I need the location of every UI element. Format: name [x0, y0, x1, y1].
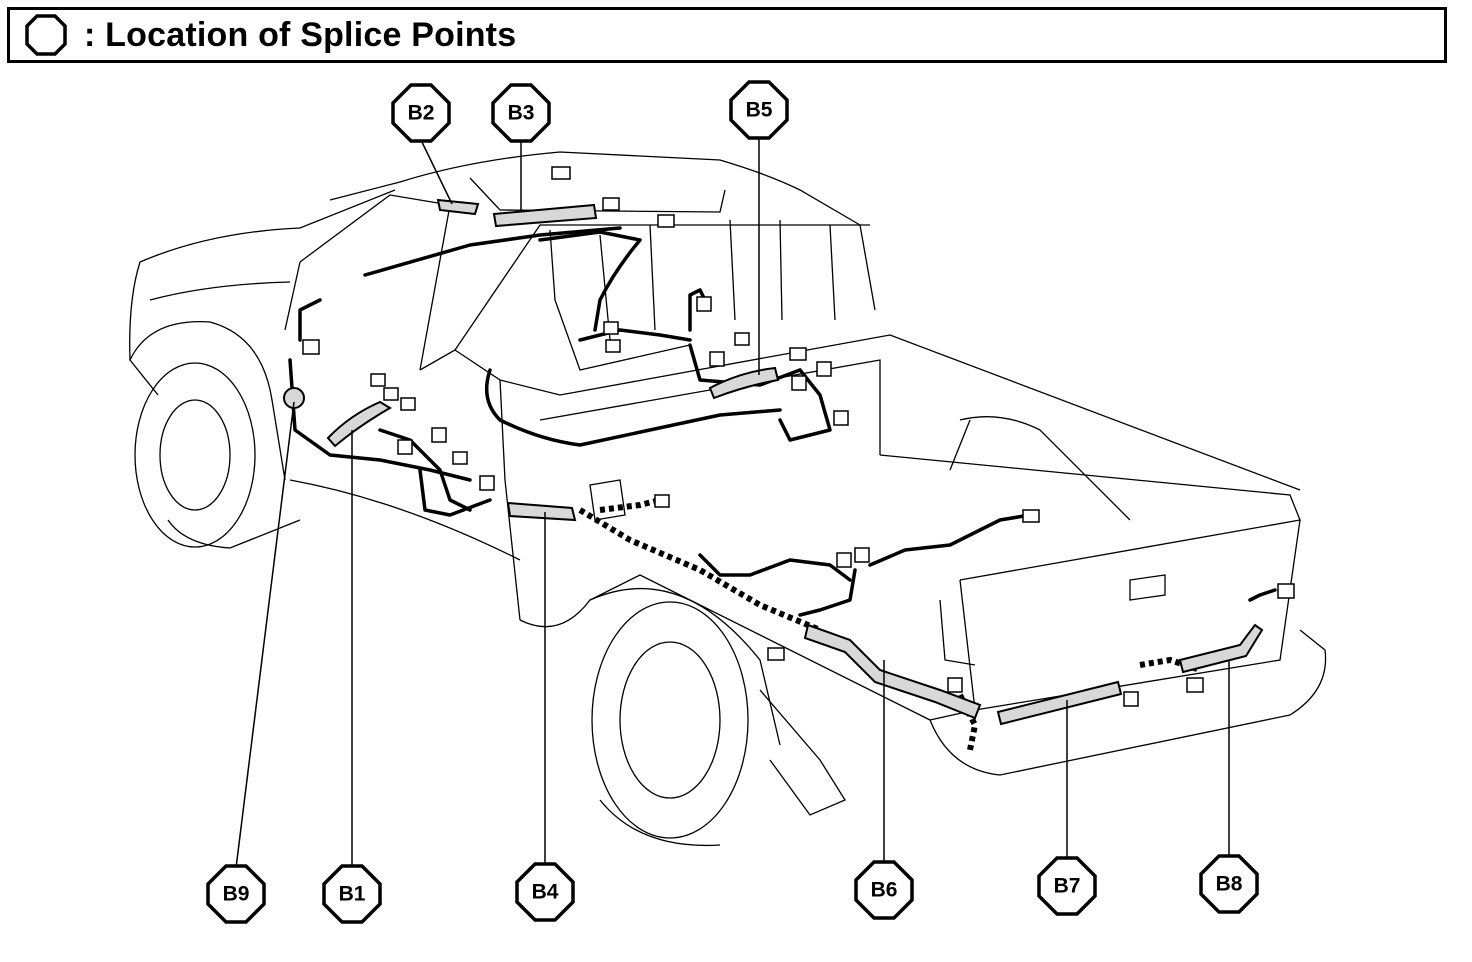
connector	[947, 677, 963, 693]
connector	[479, 475, 495, 491]
leader-lines	[235, 137, 1230, 869]
splice-label-text: B2	[408, 102, 435, 125]
octagon-icon	[854, 860, 914, 920]
connector	[302, 339, 320, 355]
connector	[1277, 583, 1295, 599]
splice-area-b2	[436, 198, 480, 216]
octagon-icon	[729, 80, 789, 140]
connectors	[302, 166, 1295, 707]
octagon-icon	[491, 83, 551, 143]
connector	[734, 332, 750, 346]
connector	[605, 339, 621, 353]
splice-label-text: B3	[508, 102, 535, 125]
connector	[431, 427, 447, 443]
diagram-header: : Location of Splice Points	[7, 7, 1447, 63]
page-title: : Location of Splice Points	[84, 15, 517, 54]
connector	[854, 547, 870, 563]
octagon-icon	[1199, 854, 1259, 914]
connector	[657, 214, 675, 228]
connector	[836, 552, 852, 568]
splice-areas	[283, 198, 1264, 726]
splice-label-b8: B8	[1199, 854, 1259, 914]
splice-label-b7: B7	[1037, 856, 1097, 916]
splice-area-b1	[326, 400, 392, 448]
connector	[709, 351, 725, 367]
connector	[551, 166, 571, 180]
connector	[833, 410, 849, 426]
connector	[603, 321, 619, 335]
connector	[696, 296, 712, 312]
splice-area-b3	[492, 203, 598, 228]
splice-area-b5	[708, 366, 780, 400]
splice-label-text: B5	[746, 99, 773, 122]
splice-area-b8	[1178, 623, 1264, 674]
octagon-icon	[515, 862, 575, 922]
octagon-icon	[25, 14, 67, 56]
connector	[1022, 509, 1040, 523]
splice-label-b3: B3	[491, 83, 551, 143]
octagon-icon	[1037, 856, 1097, 916]
connector	[654, 494, 670, 508]
splice-label-text: B8	[1216, 873, 1243, 896]
wire-harness	[288, 226, 1277, 751]
connector	[1186, 677, 1204, 693]
connector	[767, 647, 785, 661]
connector	[602, 197, 620, 211]
connector	[816, 361, 832, 377]
connector	[791, 375, 807, 391]
splice-label-b1: B1	[322, 864, 382, 924]
connector	[383, 387, 399, 401]
splice-label-text: B4	[532, 881, 559, 904]
connector	[1123, 691, 1139, 707]
octagon-icon	[322, 864, 382, 924]
splice-label-b4: B4	[515, 862, 575, 922]
splice-label-text: B6	[871, 879, 898, 902]
splice-area-b7	[996, 680, 1123, 726]
connector	[789, 347, 807, 361]
splice-label-b6: B6	[854, 860, 914, 920]
splice-label-b2: B2	[391, 83, 451, 143]
connector	[400, 397, 416, 411]
splice-label-b9: B9	[206, 864, 266, 924]
splice-area-b4	[506, 501, 577, 522]
octagon-icon	[391, 83, 451, 143]
splice-area-b6	[803, 623, 982, 720]
connector	[397, 439, 413, 455]
connector	[370, 373, 386, 387]
splice-label-text: B9	[223, 883, 250, 906]
octagon-icon	[206, 864, 266, 924]
splice-label-b5: B5	[729, 80, 789, 140]
splice-label-text: B7	[1054, 875, 1081, 898]
splice-label-text: B1	[339, 883, 366, 906]
connector	[452, 451, 468, 465]
truck-body-outline	[129, 151, 1327, 847]
